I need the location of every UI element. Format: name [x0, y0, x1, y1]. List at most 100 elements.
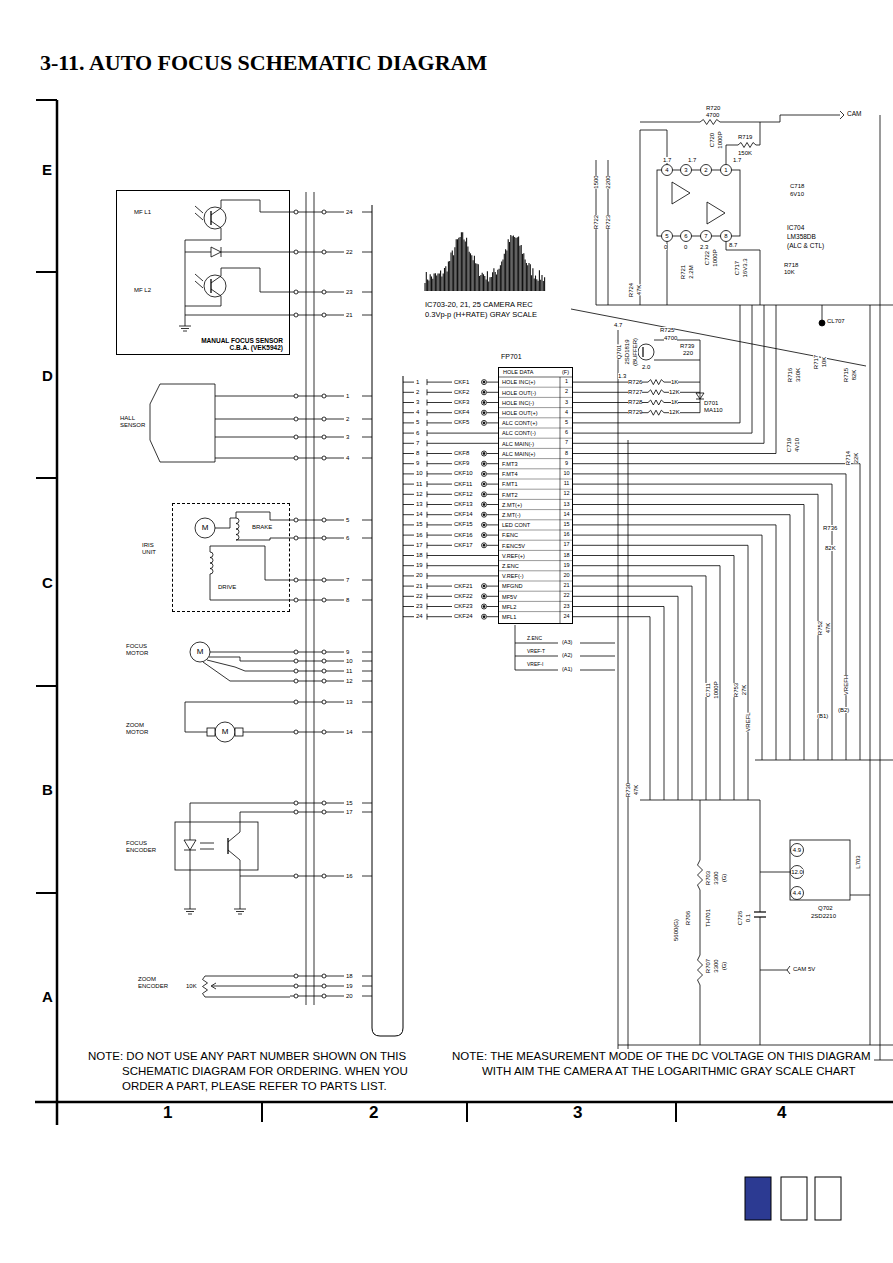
pin-number: 16 — [563, 532, 569, 538]
signal-name: CKF1 — [454, 379, 469, 385]
wire — [573, 464, 860, 760]
frame-line — [56, 100, 59, 1125]
waveform-trace — [435, 273, 436, 291]
pin-number: 19 — [346, 983, 353, 989]
pin-number: 15 — [416, 521, 423, 527]
waveform-trace — [479, 276, 480, 291]
part-label: R728 — [628, 399, 642, 405]
wire — [427, 504, 452, 505]
coil-label: BRAKE — [252, 524, 272, 530]
voltage-label: 1.3 — [618, 373, 626, 379]
test-point — [483, 493, 485, 495]
waveform-trace — [482, 273, 483, 291]
test-point — [483, 381, 485, 383]
part-label: Q701 — [616, 345, 622, 360]
motor-symbol — [190, 642, 210, 662]
transistor-symbol — [638, 344, 654, 360]
resistor-symbol — [698, 860, 703, 890]
pin-tick — [403, 484, 414, 485]
connector-pin — [322, 456, 326, 460]
pin-tick — [403, 596, 414, 597]
part-label: R718 — [784, 262, 798, 268]
pin-name: HOLE INC(+) — [502, 380, 535, 386]
pin-number: 6 — [416, 430, 419, 436]
grid-letter: A — [42, 989, 53, 1004]
signal-name: CKF4 — [454, 409, 469, 415]
voltage-label: 2.3 — [700, 244, 708, 250]
resistor-symbol — [700, 120, 720, 125]
value-label: 1000P — [717, 131, 723, 148]
page-title: 3-11. AUTO FOCUS SCHEMATIC DIAGRAM — [40, 52, 487, 74]
pin-number: 24 — [416, 613, 423, 619]
pin-number: 20 — [416, 572, 423, 578]
wire — [487, 586, 498, 587]
ground-symbol — [181, 328, 189, 329]
connector-grid — [498, 458, 573, 459]
waveform-trace — [441, 276, 442, 291]
value-label: 330K — [795, 368, 801, 382]
test-point — [483, 412, 485, 414]
board-label: MANUAL FOCUS SENSOR C.B.A. (VEK5942) — [198, 337, 283, 352]
waveform-trace — [536, 279, 537, 291]
ground-symbol — [186, 911, 194, 912]
pin-number: 11 — [564, 481, 570, 487]
waveform-trace — [517, 237, 518, 291]
light-arrow — [195, 213, 203, 220]
connector-grid — [498, 428, 573, 429]
wire — [215, 458, 290, 459]
waveform-trace — [538, 281, 539, 291]
wire — [654, 340, 700, 360]
pin-tick — [362, 315, 372, 316]
ic-pin — [791, 887, 804, 900]
pin-tick — [403, 565, 414, 566]
ic-pin — [701, 165, 712, 176]
part-label: R725 — [660, 327, 674, 333]
value-label: 4700 — [706, 112, 719, 118]
wire — [427, 555, 498, 556]
part-label: C722 — [704, 251, 710, 265]
connector-grid — [498, 550, 573, 551]
waveform-trace — [452, 250, 453, 291]
waveform-trace — [474, 256, 475, 291]
part-label: C711 — [705, 683, 711, 697]
ic-pin-number: 1 — [724, 167, 727, 173]
waveform-trace — [540, 280, 541, 291]
pin-number: 1 — [346, 393, 349, 399]
pin-name: Z.MT(+) — [502, 503, 522, 509]
waveform-trace — [510, 235, 511, 291]
led-symbol — [211, 247, 221, 257]
ic-label: (ALC & CTL) — [787, 243, 824, 250]
pin-name: MFL2 — [502, 605, 516, 611]
pin-number: 22 — [346, 249, 353, 255]
pin-tick — [403, 402, 414, 403]
connector-pin — [322, 250, 326, 254]
signal-name: CKF16 — [454, 532, 473, 538]
value-label: 47K — [633, 785, 639, 796]
wire — [240, 822, 241, 832]
waveform-trace — [493, 268, 494, 291]
wire — [822, 305, 823, 323]
test-point — [483, 422, 485, 424]
frame-line — [35, 1101, 893, 1104]
part-label: R715 — [843, 368, 849, 382]
grid-number: 4 — [777, 1104, 786, 1121]
wire — [573, 305, 776, 454]
test-point — [482, 471, 487, 476]
wire — [185, 240, 186, 322]
connector-grid — [498, 387, 573, 388]
signal-name: VREFH — [843, 675, 849, 695]
wire — [190, 850, 191, 870]
component-label: HALL SENSOR — [120, 415, 148, 429]
pin-number: 10 — [416, 470, 423, 476]
pin-number: 5 — [565, 420, 568, 426]
pin-number: 20 — [346, 993, 353, 999]
waveform-trace — [535, 276, 536, 291]
test-point — [482, 380, 487, 385]
wire — [427, 586, 452, 587]
transistor-symbol — [210, 279, 211, 293]
ic-label: IC704 — [787, 225, 804, 232]
wire — [207, 660, 290, 671]
connector-pin — [322, 679, 326, 683]
pin-number: 10 — [563, 471, 569, 477]
coil-label: DRIVE — [218, 584, 236, 590]
